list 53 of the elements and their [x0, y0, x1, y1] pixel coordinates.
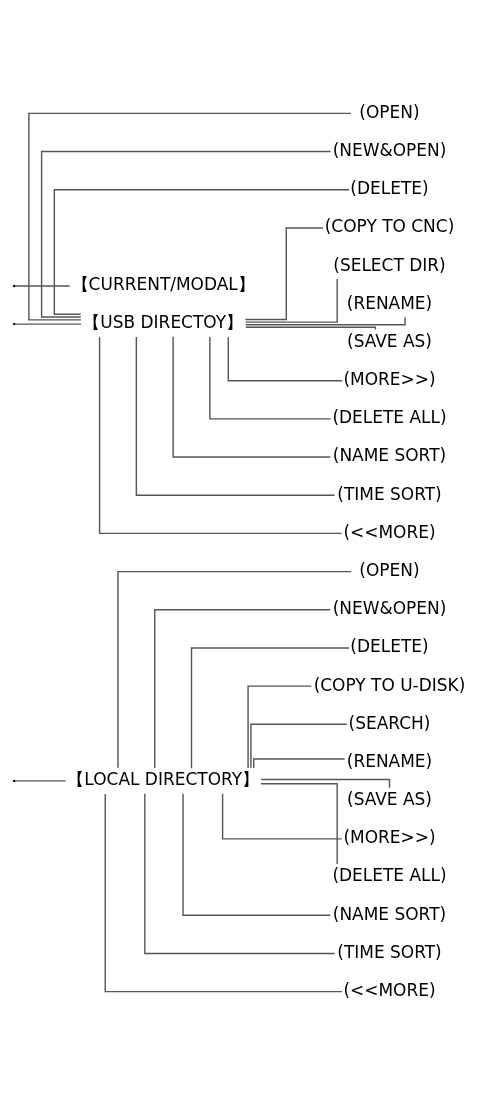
- connector: [253, 757, 346, 769]
- node-text: (OPEN): [359, 559, 420, 580]
- connector: [104, 792, 343, 992]
- node-text: (MORE>>): [343, 368, 436, 389]
- node-text: (NEW&OPEN): [332, 139, 447, 160]
- node-text: (NAME SORT): [332, 444, 447, 465]
- node-text: (<<MORE): [343, 979, 436, 1000]
- connector: [250, 723, 348, 768]
- connector: [98, 336, 343, 534]
- node-text: (MORE>>): [343, 826, 436, 847]
- connector: [14, 284, 71, 287]
- connector: [260, 782, 338, 865]
- node-text: (TIME SORT): [337, 483, 442, 504]
- node-text: (RENAME): [346, 750, 433, 771]
- node-text: 【USB DIRECTOY】: [83, 311, 244, 332]
- connector: [144, 792, 336, 954]
- connector: [135, 335, 336, 496]
- connector: [190, 646, 350, 769]
- node-text: (SELECT DIR): [333, 254, 446, 274]
- node-text: (OPEN): [359, 101, 420, 122]
- connector: [40, 150, 332, 318]
- node-text: (TIME SORT): [337, 941, 442, 962]
- connector: [247, 684, 313, 769]
- connector: [221, 792, 343, 840]
- connector: [14, 322, 82, 325]
- node-text: (DELETE): [350, 635, 429, 656]
- connector: [260, 778, 391, 788]
- connector: [244, 226, 324, 320]
- connector: [28, 112, 352, 321]
- node-text: 【CURRENT/MODAL】: [71, 273, 255, 294]
- node-text: (DELETE ALL): [332, 406, 447, 427]
- connector: [154, 608, 331, 769]
- node-text: (DELETE ALL): [332, 864, 447, 885]
- connector: [245, 326, 377, 330]
- node-text: (DELETE): [350, 177, 429, 198]
- connector: [172, 335, 332, 458]
- node-text: (NAME SORT): [332, 903, 447, 924]
- node-text: (COPY TO CNC): [324, 215, 455, 236]
- connector: [209, 335, 332, 420]
- node-text: (<<MORE): [343, 521, 436, 542]
- node-text: (SAVE AS): [347, 788, 432, 809]
- connector: [53, 188, 350, 315]
- connector: [117, 570, 352, 768]
- node-text: (COPY TO U-DISK): [313, 674, 466, 695]
- node-text: (SAVE AS): [347, 330, 432, 351]
- connector: [227, 336, 343, 381]
- connector: [244, 277, 338, 323]
- node-text: 【LOCAL DIRECTORY】: [67, 768, 260, 789]
- connector: [182, 792, 332, 916]
- node-text: (RENAME): [346, 292, 433, 313]
- node-text: (NEW&OPEN): [332, 597, 447, 618]
- node-text: (SEARCH): [348, 712, 431, 733]
- connector: [14, 779, 67, 782]
